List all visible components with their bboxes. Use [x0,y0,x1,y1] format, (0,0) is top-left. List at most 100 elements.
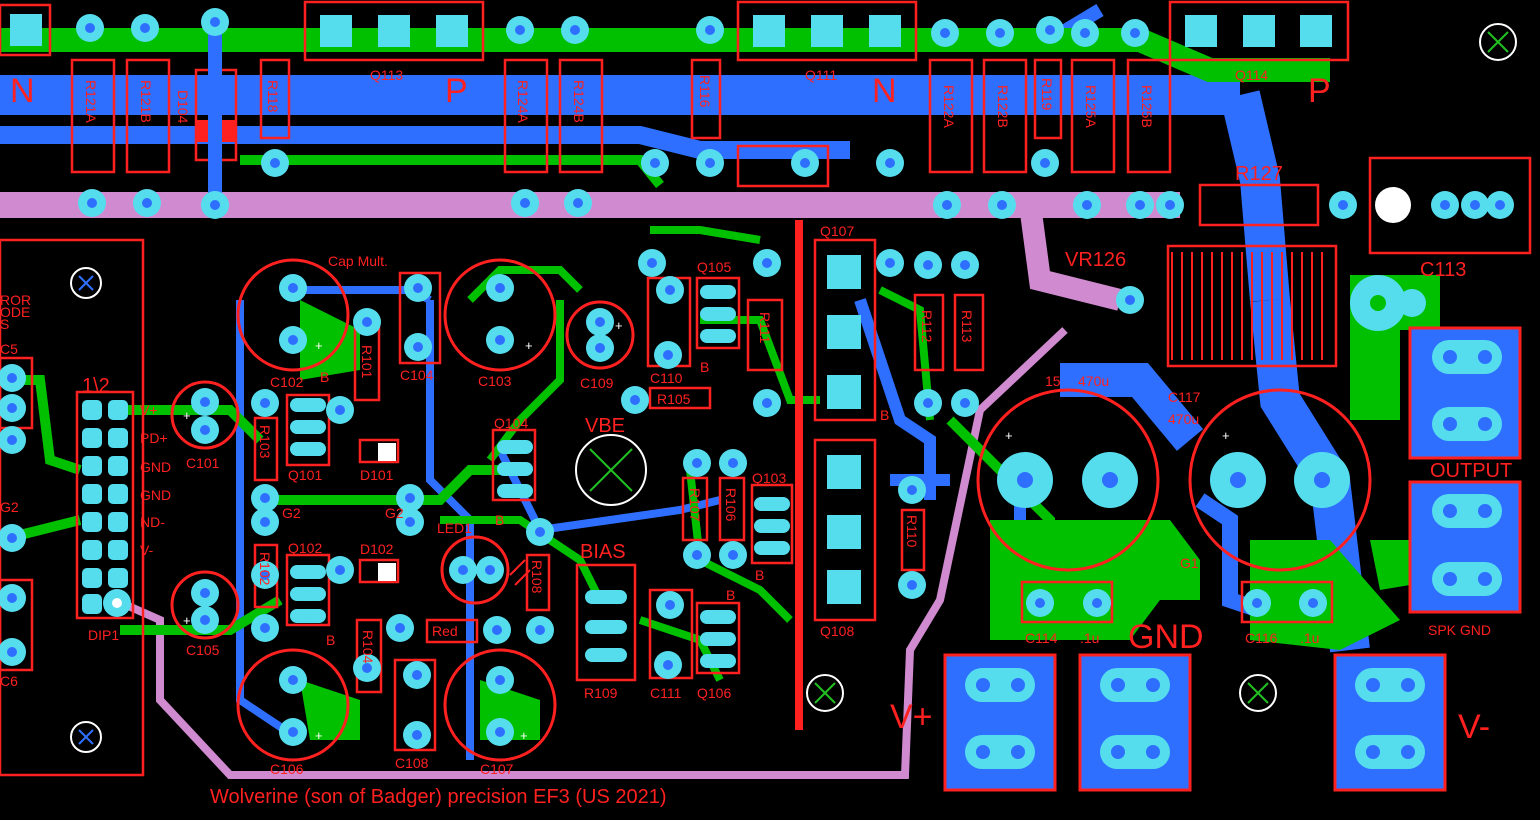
label-d101: D101 [360,467,394,483]
label-r111: R111 [757,312,773,344]
svg-text:+: + [1005,428,1013,443]
square-pads [10,14,1332,604]
label-r127: R127 [1235,163,1283,185]
label-pin-gnd2: GND [140,487,171,503]
svg-text:+: + [315,338,323,353]
terminal-blocks [943,326,1522,792]
label-q105: Q105 [697,259,731,275]
label-r113: R113 [959,310,975,343]
label-r108: R108 [529,560,545,594]
label-q101: Q101 [288,467,322,483]
label-b-d: B [755,567,764,583]
heatsink-outline [795,220,803,730]
label-q102: Q102 [288,540,322,556]
label-spk-gnd: SPK GND [1428,622,1491,638]
label-n-left: N [10,72,35,110]
label-d102: D102 [360,541,394,557]
label-r125a: R125A [1083,85,1099,128]
label-pin-vp: V+ [140,402,158,418]
label-pin-gnd1: GND [140,459,171,475]
label-r124b: R124B [571,80,587,123]
polarity-marks: ++ ++ ++ ++ + [183,318,1230,743]
label-vbe: VBE [585,415,625,437]
label-dip1: DIP1 [88,627,119,643]
label-c102: C102 [270,374,304,390]
label-b-e: B [495,512,504,528]
label-b-a: B [320,369,329,385]
big-capacitor-pads [997,187,1426,508]
label-r116: R116 [697,75,713,108]
label-c116: C116 [1245,630,1278,646]
label-pin-nd: ND- [140,514,165,530]
label-g1: G1 [1180,555,1199,571]
label-c115: 15 [1045,373,1061,389]
label-q108: Q108 [820,623,854,639]
label-r102: R102 [257,552,273,586]
label-r103: R103 [257,425,273,459]
label-q111: Q111 [805,67,837,83]
label-g2-left: G2 [0,499,19,515]
label-c6: C6 [0,673,18,689]
to92-pads [290,285,790,668]
label-q107: Q107 [820,223,854,239]
silkscreen-labels: N P N P Q113 Q111 Q114 R121A R121B D104 … [0,67,1512,808]
svg-text:+: + [183,408,191,423]
label-q103: Q103 [752,470,786,486]
label-g2-b: G2 [385,505,404,521]
label-c113: C113 [1420,259,1466,281]
label-c104: C104 [400,367,434,383]
label-r121a: R121A [83,80,99,123]
label-r122a: R122A [941,85,957,128]
label-v-minus: V- [1458,708,1490,746]
label-c115-val: 470u [1078,373,1109,389]
label-g2-a: G2 [282,505,301,521]
label-c114-val: .1u [1080,630,1099,646]
label-r112: R112 [919,310,935,343]
label-c116-val: .1u [1300,630,1319,646]
label-bias: BIAS [580,541,626,563]
label-c5: C5 [0,341,18,357]
label-b-b: B [700,359,709,375]
svg-text:+: + [525,338,533,353]
label-p-right: P [1308,72,1331,110]
label-c110: C110 [650,370,683,386]
label-r124a: R124A [515,80,531,123]
label-dip-header: 1\2 [82,375,110,397]
label-r109: R109 [584,685,618,701]
label-p-top: P [445,72,468,110]
label-c109: C109 [580,375,614,391]
label-cap-mult: Cap Mult. [328,253,388,269]
label-r105: R105 [657,391,691,407]
capacitor-outlines [170,258,1372,762]
label-c107: C107 [480,761,514,777]
label-q106: Q106 [697,685,731,701]
label-r106: R106 [723,488,739,522]
label-gnd: GND [1128,618,1204,656]
label-n-mid: N [872,72,897,110]
silkscreen-outlines [0,0,1532,777]
label-b-c: B [880,407,889,423]
label-r119: R119 [1039,78,1055,111]
label-c103: C103 [478,373,512,389]
label-v-plus: V+ [890,698,933,736]
label-c114: C114 [1025,630,1058,646]
dip-header-pins [82,400,128,614]
d101-marker [378,443,396,461]
label-led1: LED1 [437,520,472,536]
label-r121b: R121B [138,80,154,123]
label-r107: R107 [687,488,703,522]
label-c105: C105 [186,642,220,658]
label-c111: C111 [650,685,682,701]
label-c117: C117 [1168,389,1201,405]
svg-text:+: + [520,728,528,743]
svg-text:+: + [1222,428,1230,443]
label-c101: C101 [186,455,220,471]
label-r122b: R122B [995,85,1011,128]
label-vr126: VR126 [1065,249,1126,271]
label-d104: D104 [175,90,191,124]
label-r110: R110 [904,515,920,548]
label-q113: Q113 [370,67,403,83]
